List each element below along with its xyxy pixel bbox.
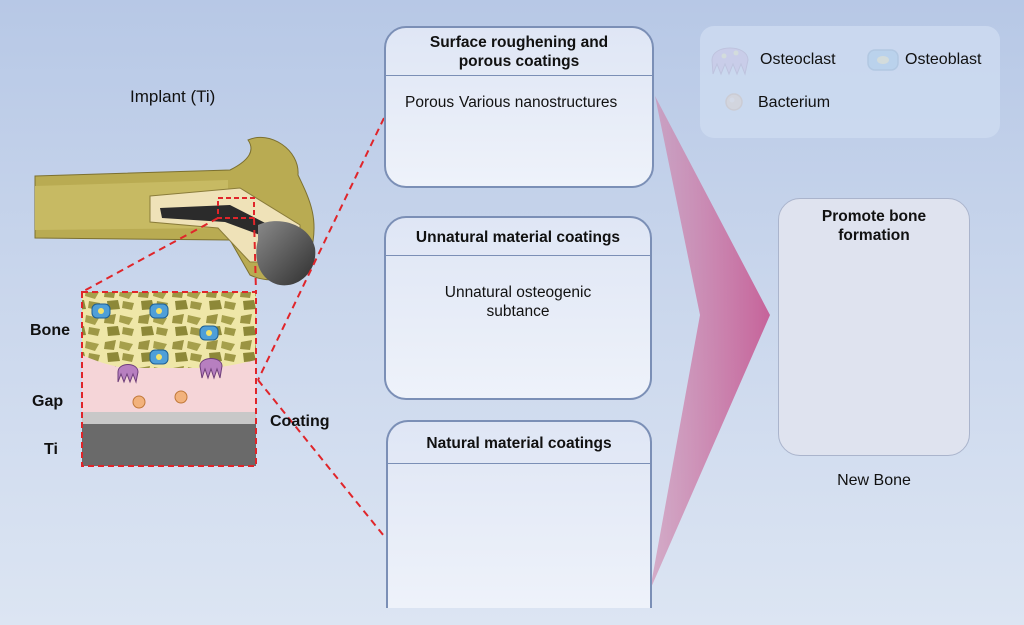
nanostructures-label: Various nanostructures bbox=[459, 94, 618, 111]
legend-panel bbox=[700, 26, 1000, 138]
cross-section-detail bbox=[81, 291, 257, 467]
new-bone-caption: New Bone bbox=[837, 472, 911, 489]
legend-osteoblast-label: Osteoblast bbox=[905, 51, 982, 68]
coating-label: Coating bbox=[270, 413, 330, 430]
femur-implant-illustration bbox=[34, 136, 316, 286]
natural-material-panel: Natural material coatings bbox=[386, 420, 652, 608]
surface-roughening-panel: Surface roughening and porous coatings bbox=[384, 26, 654, 188]
gap-layer-label: Gap bbox=[32, 393, 64, 410]
porous-label: Porous bbox=[405, 94, 455, 111]
unnatural-substance-label: Unnatural osteogenic subtance bbox=[444, 284, 592, 320]
promote-arrow bbox=[650, 96, 770, 590]
unnatural-panel-title: Unnatural material coatings bbox=[386, 218, 650, 256]
surface-panel-title: Surface roughening and porous coatings bbox=[386, 28, 652, 76]
legend-osteoclast-label: Osteoclast bbox=[760, 51, 836, 68]
zoom-indicator-small bbox=[217, 197, 255, 219]
legend-bacterium-label: Bacterium bbox=[758, 94, 831, 111]
implant-label: Implant (Ti) bbox=[130, 87, 216, 106]
natural-panel-title: Natural material coatings bbox=[388, 422, 650, 464]
unnatural-material-panel: Unnatural material coatings bbox=[384, 216, 652, 400]
result-panel bbox=[778, 198, 970, 456]
result-title: Promote bone formation bbox=[821, 208, 927, 244]
ti-layer-label: Ti bbox=[44, 441, 58, 458]
bone-layer-label: Bone bbox=[30, 322, 70, 339]
